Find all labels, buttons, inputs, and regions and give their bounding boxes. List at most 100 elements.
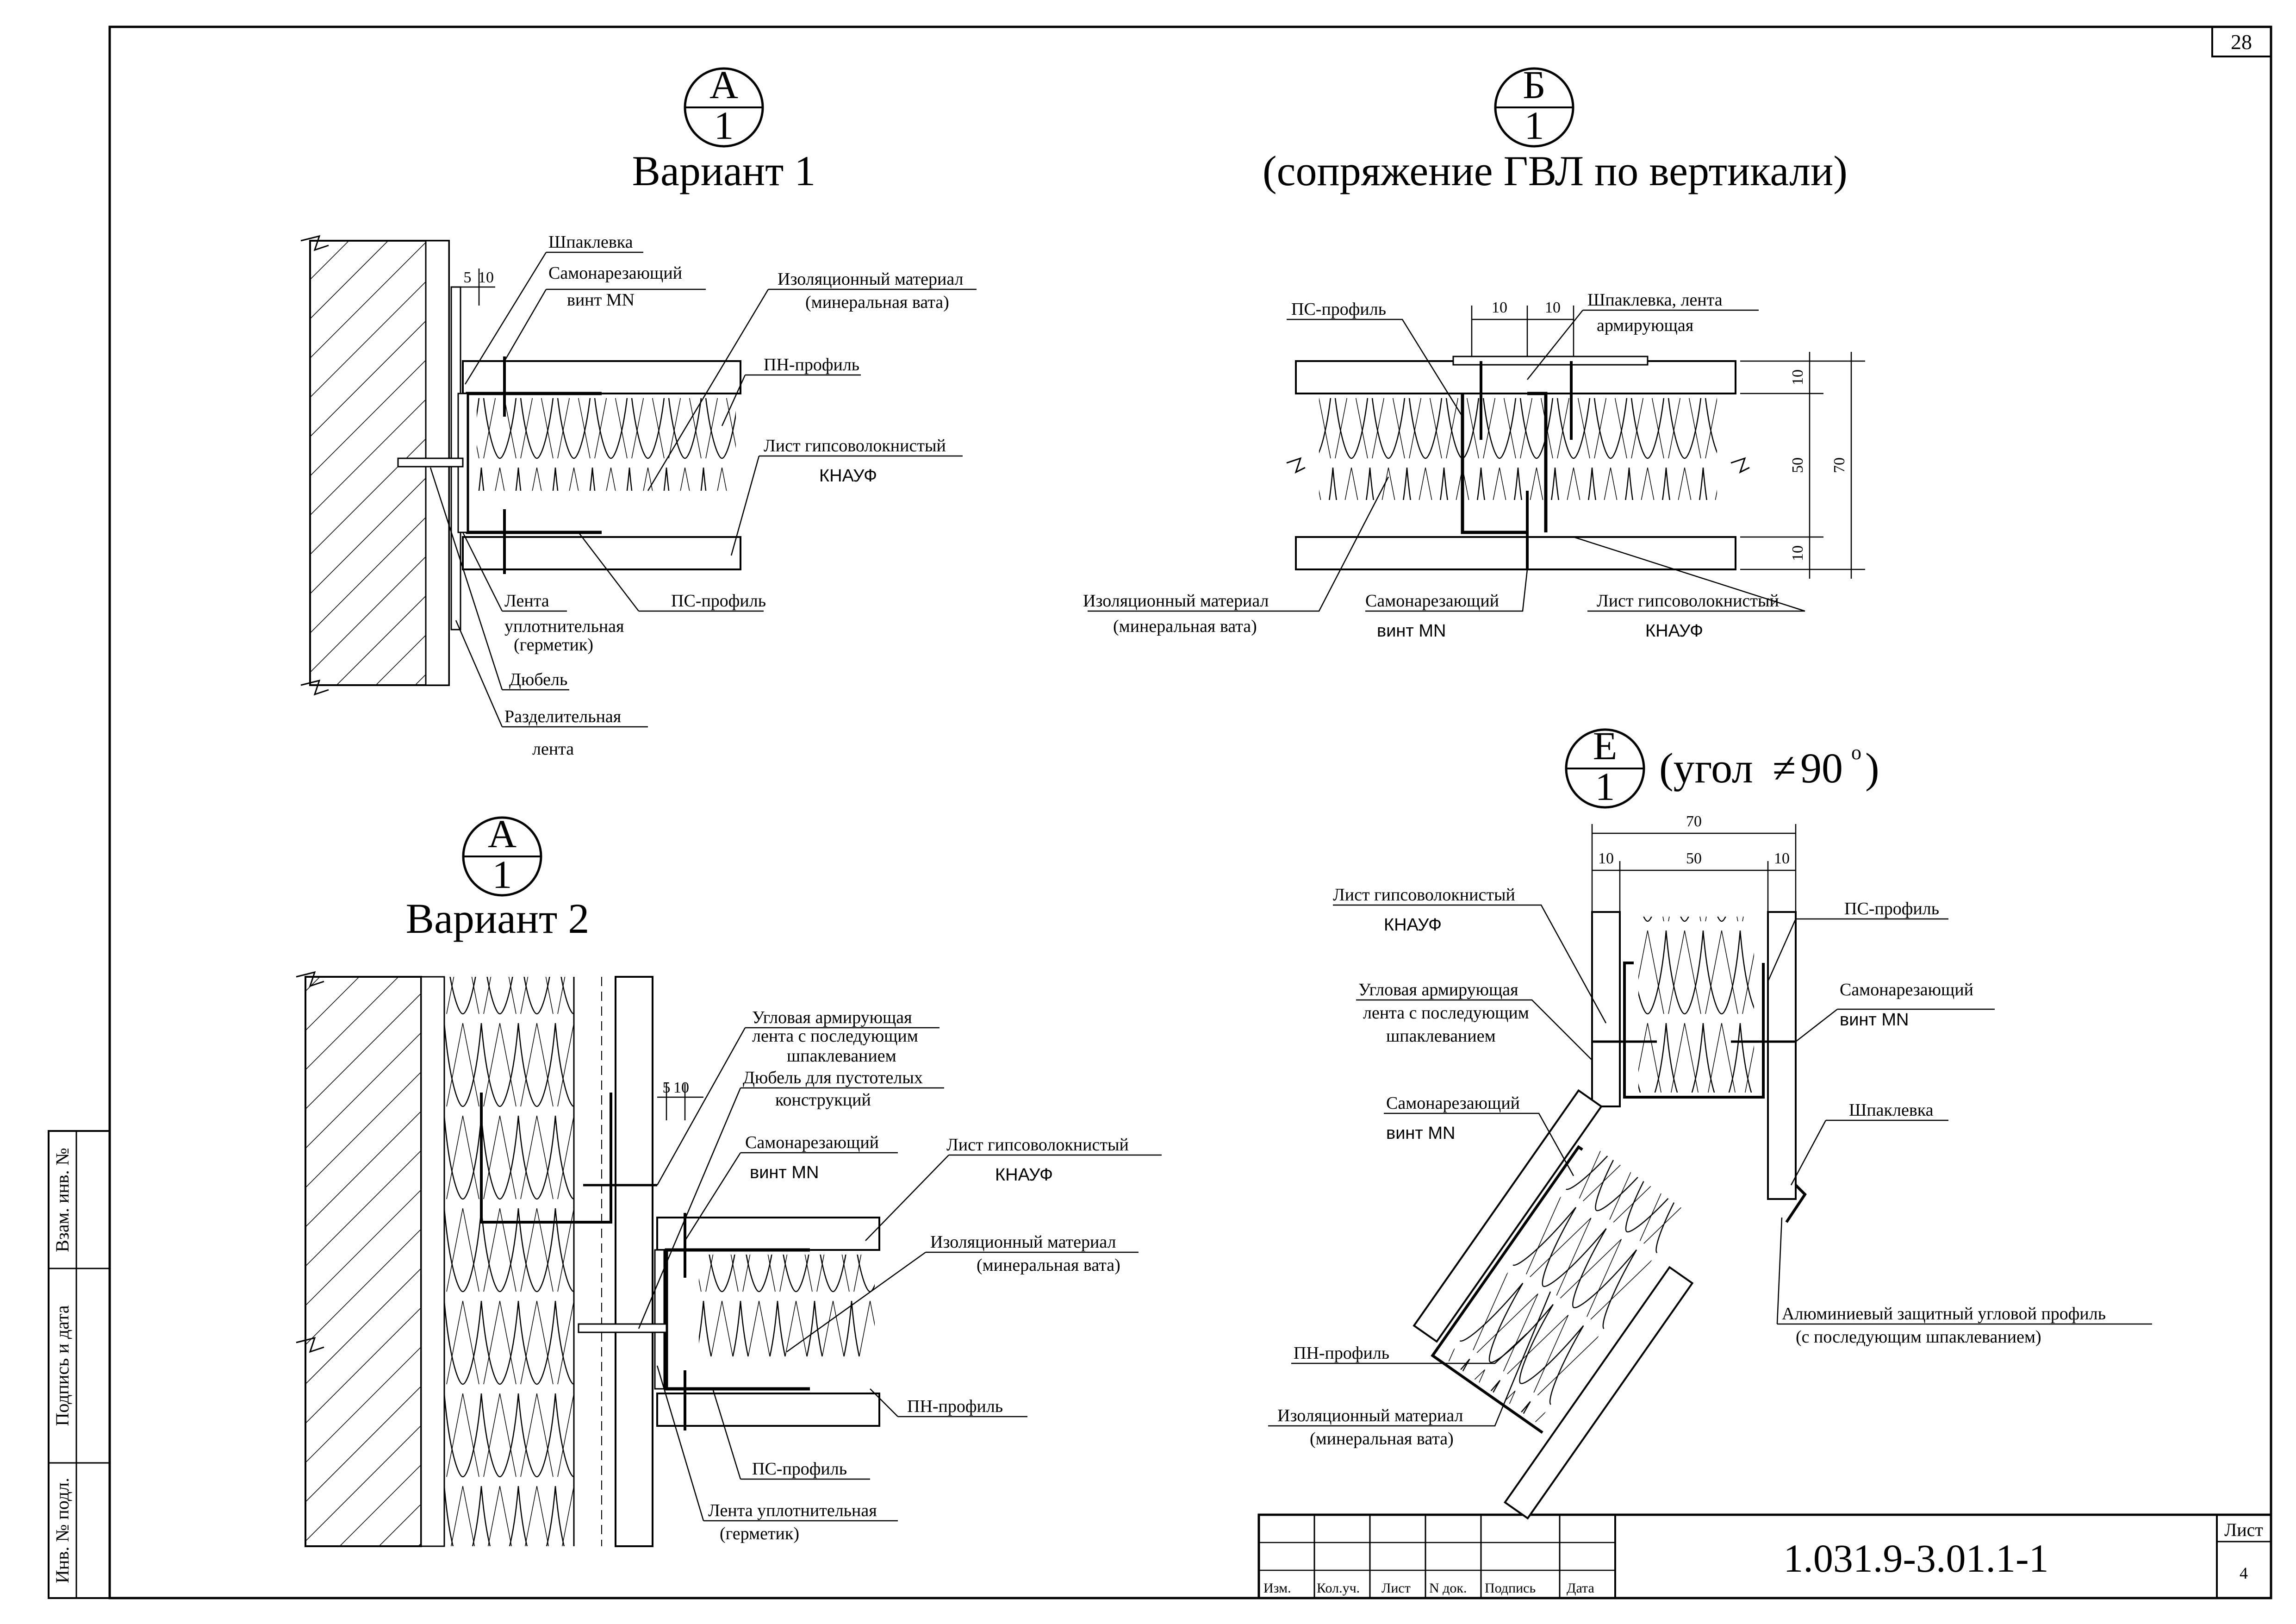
inclined-wall xyxy=(1412,1089,1694,1520)
title-variant1: Вариант 1 xyxy=(632,147,816,194)
dims-e1 xyxy=(1591,824,1797,912)
title-e1-prefix: (угол xyxy=(1659,744,1753,792)
dim-5: 5 xyxy=(663,1079,671,1096)
dim-gap-right: 10 xyxy=(1545,299,1561,316)
title-e1-sign: ≠ xyxy=(1773,744,1796,792)
label-ps: ПС-профиль xyxy=(1291,300,1386,319)
tb-col-podpis: Подпись xyxy=(1485,1580,1536,1596)
label-corner-tape-3: шпаклеванием xyxy=(787,1046,896,1066)
hollow-dowel xyxy=(578,1323,667,1333)
label-corner-tape-1: Угловая армирующая xyxy=(1358,980,1518,999)
detail-a1-variant2: А 1 Вариант 2 5 10 xyxy=(296,812,1162,1547)
label-gvl-2: КНАУФ xyxy=(1384,915,1442,935)
side-stamp: Взам. инв. № Подпись и дата Инв. № подл. xyxy=(48,1130,111,1599)
gvl-sheet-bottom xyxy=(1295,536,1736,570)
label-sep-2: лента xyxy=(532,739,574,759)
existing-gvl xyxy=(615,976,653,1547)
label-insul-2: (минеральная вата) xyxy=(1310,1429,1454,1449)
sheet-number: 4 xyxy=(2240,1564,2248,1582)
label-screw-1: Самонарезающий xyxy=(548,263,682,283)
label-corner-tape-1: Угловая армирующая xyxy=(752,1008,912,1027)
side-stamp-inventory: Инв. № подл. xyxy=(52,1478,73,1583)
label-putty-2: армирующая xyxy=(1597,316,1693,335)
label-screw-left-2: винт MN xyxy=(1386,1124,1455,1143)
mineral-wool-upper xyxy=(1638,917,1754,1093)
label-alu-2: (с последующим шпаклеванием) xyxy=(1796,1327,2041,1347)
detail-mark-b1: Б 1 xyxy=(1494,62,1574,148)
dim-10: 10 xyxy=(478,269,494,286)
label-dowel: Дюбель xyxy=(509,670,567,689)
label-gvl-1: Лист гипсоволокнистый xyxy=(946,1135,1129,1155)
mark-a1-bottom: 1 xyxy=(714,103,734,148)
tb-col-list: Лист xyxy=(1381,1580,1411,1596)
ps-profile-upper xyxy=(1623,962,1765,1099)
detail-a1-variant1: А 1 Вариант 1 5 10 xyxy=(300,62,977,759)
mineral-wool xyxy=(477,398,736,491)
tb-col-data: Дата xyxy=(1567,1580,1594,1596)
gvl-sheet-top xyxy=(462,360,741,394)
alu-corner-profile xyxy=(1785,1184,1807,1223)
dim-gap-left: 10 xyxy=(1492,299,1507,316)
mineral-wool xyxy=(699,1255,875,1356)
label-corner-tape-2: лента с последующим xyxy=(1363,1003,1529,1023)
gvl-sheet-top xyxy=(656,1217,880,1251)
label-screw-right-2: винт MN xyxy=(1840,1010,1909,1030)
label-tape-1: Лента уплотнительная xyxy=(708,1501,877,1520)
label-gvl-2: КНАУФ xyxy=(995,1165,1053,1185)
ps-profile xyxy=(1461,392,1548,534)
gvl-sheet-bottom xyxy=(462,536,741,570)
gvl-sheet-top xyxy=(1295,360,1736,394)
gvl-inclined-outer xyxy=(1412,1089,1603,1343)
mark-a1v2-top: А xyxy=(488,812,516,856)
label-dowel-1: Дюбель для пустотелых xyxy=(743,1068,923,1087)
label-insul-1: Изоляционный материал xyxy=(1083,591,1269,611)
dim-right: 10 xyxy=(1774,850,1790,867)
mark-b1-bottom: 1 xyxy=(1524,103,1544,148)
label-pn: ПН-профиль xyxy=(907,1397,1003,1416)
label-screw-left-1: Самонарезающий xyxy=(1386,1093,1520,1113)
label-screw-right-1: Самонарезающий xyxy=(1840,980,1973,999)
sheet-frame: 28 xyxy=(108,25,2272,1599)
label-tape-1: Лента xyxy=(504,591,549,611)
label-alu-1: Алюминиевый защитный угловой профиль xyxy=(1782,1304,2106,1324)
masonry-wall xyxy=(305,976,422,1547)
label-gvl-1: Лист гипсоволокнистый xyxy=(764,436,946,456)
label-pn: ПН-профиль xyxy=(764,355,859,375)
label-putty-1: Шпаклевка, лента xyxy=(1587,290,1723,310)
mark-b1-top: Б xyxy=(1523,62,1545,107)
pn-profile xyxy=(665,1248,810,1391)
label-screw-2: винт MN xyxy=(750,1163,819,1182)
label-tape-2: уплотнительная xyxy=(504,617,624,636)
detail-mark-a1-v2: А 1 xyxy=(462,812,542,897)
label-insul-1: Изоляционный материал xyxy=(778,269,964,289)
dims-b1 xyxy=(1471,306,1865,579)
label-putty: Шпаклевка xyxy=(1849,1100,1934,1120)
mark-e1-top: Е xyxy=(1593,724,1618,768)
label-gvl-2: КНАУФ xyxy=(1645,621,1703,641)
page-number: 28 xyxy=(2231,30,2252,54)
leaders-b1 xyxy=(1088,309,1805,612)
existing-insulation xyxy=(444,977,574,1546)
mark-a1-top: А xyxy=(709,62,738,107)
side-stamp-signature: Подпись и дата xyxy=(52,1305,73,1426)
dim-top: 10 xyxy=(1789,369,1806,385)
sheet-label: Лист xyxy=(2224,1519,2263,1540)
label-tape-2: (герметик) xyxy=(720,1524,799,1543)
label-gvl-1: Лист гипсоволокнистый xyxy=(1597,591,1779,611)
label-tape-3: (герметик) xyxy=(514,635,593,655)
label-insul-2: (минеральная вата) xyxy=(1113,617,1257,636)
label-gvl-2: КНАУФ xyxy=(819,466,877,486)
label-gvl-1: Лист гипсоволокнистый xyxy=(1333,885,1515,905)
gvl-sheet-bottom xyxy=(656,1393,880,1427)
reinforcing-tape xyxy=(1452,356,1649,366)
leaders-a1 xyxy=(429,251,977,728)
label-dowel-2: конструкций xyxy=(775,1090,871,1110)
document-code: 1.031.9-3.01.1-1 xyxy=(1783,1536,2048,1580)
label-screw-1: Самонарезающий xyxy=(745,1133,879,1152)
pn-profile xyxy=(1431,1145,1583,1434)
dim-mid: 50 xyxy=(1789,457,1806,473)
mineral-wool-lower xyxy=(1446,1147,1686,1424)
mark-e1-bottom: 1 xyxy=(1595,764,1615,809)
mineral-wool xyxy=(1319,398,1717,500)
